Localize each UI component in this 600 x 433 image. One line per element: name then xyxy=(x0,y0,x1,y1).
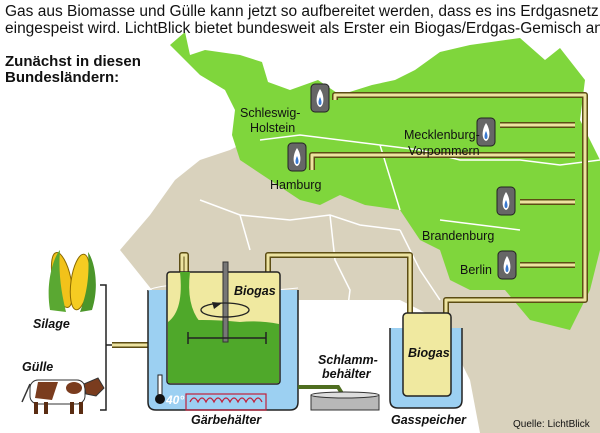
cow-icon xyxy=(21,377,105,414)
fermenter-tank xyxy=(147,261,299,411)
subtitle-line-1: Zunächst in diesen xyxy=(5,53,141,70)
input-bracket xyxy=(100,284,112,411)
corn-silage-icon xyxy=(48,250,96,312)
flame-icon-mecklenburg xyxy=(476,117,496,147)
flame-icon-berlin xyxy=(497,250,517,280)
temperature-value: 40° xyxy=(165,393,184,407)
thermometer-icon xyxy=(155,374,165,404)
label-fermenter-biogas: Biogas xyxy=(234,284,276,298)
label-gas-storage: Gasspeicher xyxy=(391,413,467,427)
label-brandenburg: Brandenburg xyxy=(422,229,494,243)
gas-storage-tank xyxy=(389,312,463,409)
label-schleswig-1: Schleswig- xyxy=(240,106,300,120)
flame-icon-hamburg xyxy=(287,142,307,172)
label-berlin: Berlin xyxy=(460,263,492,277)
intro-line-1: Gas aus Biomasse und Gülle kann jetzt so… xyxy=(5,3,599,20)
label-fermenter: Gärbehälter xyxy=(191,413,262,427)
intro-line-2: eingespeist wird. LichtBlick bietet bund… xyxy=(5,20,600,37)
label-hamburg: Hamburg xyxy=(270,178,321,192)
label-mecklenburg-2: Vorpommern xyxy=(408,144,480,158)
state-borders xyxy=(199,199,441,361)
label-sludge-1: Schlamm- xyxy=(318,353,378,367)
label-mecklenburg-1: Mecklenburg- xyxy=(404,128,480,142)
green-states-region xyxy=(170,32,600,330)
label-storage-biogas: Biogas xyxy=(408,346,450,360)
flame-icon-brandenburg xyxy=(496,186,516,216)
label-sludge-2: behälter xyxy=(322,367,372,381)
flame-icon-schleswig xyxy=(310,83,330,113)
source-credit: Quelle: LichtBlick xyxy=(513,419,591,430)
label-silage: Silage xyxy=(33,317,70,331)
label-guelle: Gülle xyxy=(22,360,53,374)
label-schleswig-2: Holstein xyxy=(250,121,295,135)
sludge-container xyxy=(310,391,380,411)
subtitle-line-2: Bundesländern: xyxy=(5,69,119,86)
